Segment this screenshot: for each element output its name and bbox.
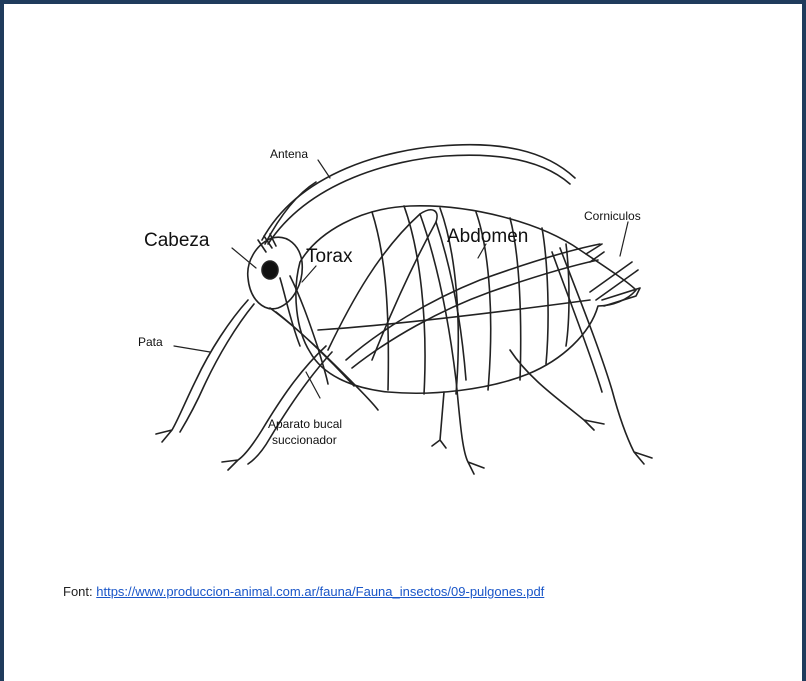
leader-torax xyxy=(302,266,316,282)
label-cabeza: Cabeza xyxy=(144,230,210,251)
label-aparato-line2: succionador xyxy=(272,433,337,447)
mouthparts xyxy=(270,308,378,410)
mid-leg xyxy=(222,346,326,470)
eye xyxy=(262,261,278,279)
leader-corniculos xyxy=(620,222,628,256)
front-leg xyxy=(156,300,248,442)
leader-antena xyxy=(318,160,330,178)
label-corniculos: Corniculos xyxy=(584,209,641,223)
hind-leg-2 xyxy=(346,244,600,360)
leader-aparato xyxy=(306,372,320,398)
source-link[interactable]: https://www.produccion-animal.com.ar/fau… xyxy=(96,584,544,599)
caption-prefix: Font: xyxy=(63,584,96,599)
label-abdomen: Abdomen xyxy=(447,226,528,247)
label-aparato-line1: Aparato bucal xyxy=(268,417,342,431)
label-antena: Antena xyxy=(270,147,308,161)
leader-pata xyxy=(174,346,210,352)
label-torax: Torax xyxy=(306,246,353,267)
source-caption: Font: https://www.produccion-animal.com.… xyxy=(63,584,544,599)
rear-leg-2 xyxy=(510,350,604,430)
label-pata: Pata xyxy=(138,335,163,349)
leader-cabeza xyxy=(232,248,256,268)
